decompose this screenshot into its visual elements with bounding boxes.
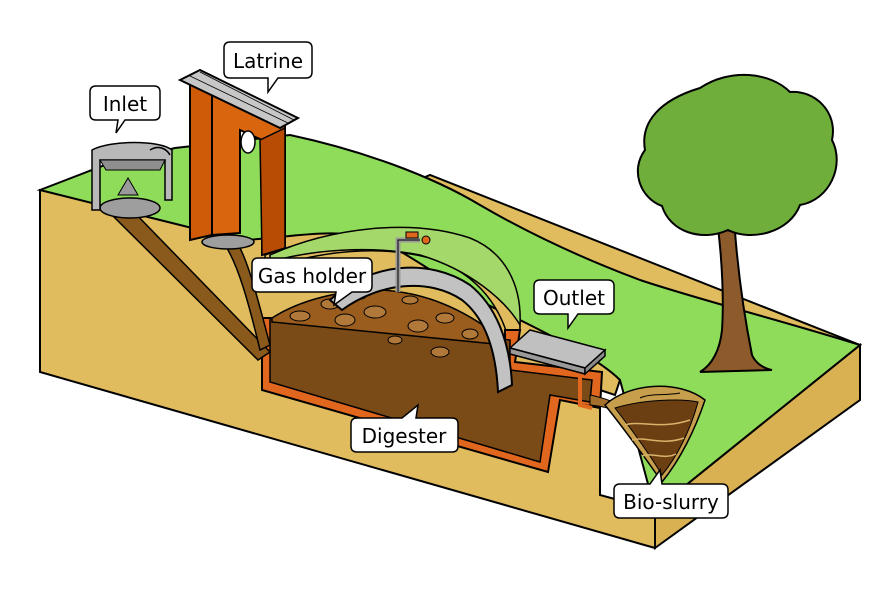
gas-pipe-outline bbox=[397, 239, 420, 292]
latrine-chute bbox=[223, 243, 271, 352]
gas-holder-dome bbox=[328, 266, 514, 394]
label-inlet: Inlet bbox=[103, 92, 147, 116]
bio-slurry-pit bbox=[603, 385, 706, 484]
tree-canopy bbox=[636, 73, 838, 237]
gas-valve bbox=[405, 231, 419, 239]
latrine-structure bbox=[177, 68, 301, 257]
callout-outlet: Outlet bbox=[533, 279, 615, 331]
gas-outlet-cap bbox=[421, 235, 431, 245]
label-latrine: Latrine bbox=[233, 49, 303, 73]
inlet-structure bbox=[91, 141, 173, 219]
label-digester: Digester bbox=[362, 424, 448, 448]
tree bbox=[636, 73, 838, 373]
inlet-basin bbox=[99, 197, 161, 219]
callout-digester: Digester bbox=[350, 403, 459, 453]
label-gas-holder: Gas holder bbox=[258, 264, 367, 288]
callout-gas-holder: Gas holder bbox=[251, 257, 373, 307]
outlet-structure bbox=[508, 329, 607, 410]
label-bio-slurry: Bio-slurry bbox=[623, 490, 719, 514]
callout-latrine: Latrine bbox=[223, 41, 313, 95]
callout-bio-slurry: Bio-slurry bbox=[613, 468, 729, 519]
earth-mound bbox=[269, 226, 521, 328]
label-outlet: Outlet bbox=[543, 286, 605, 310]
callout-inlet: Inlet bbox=[89, 85, 161, 134]
tree-trunk bbox=[699, 226, 773, 373]
